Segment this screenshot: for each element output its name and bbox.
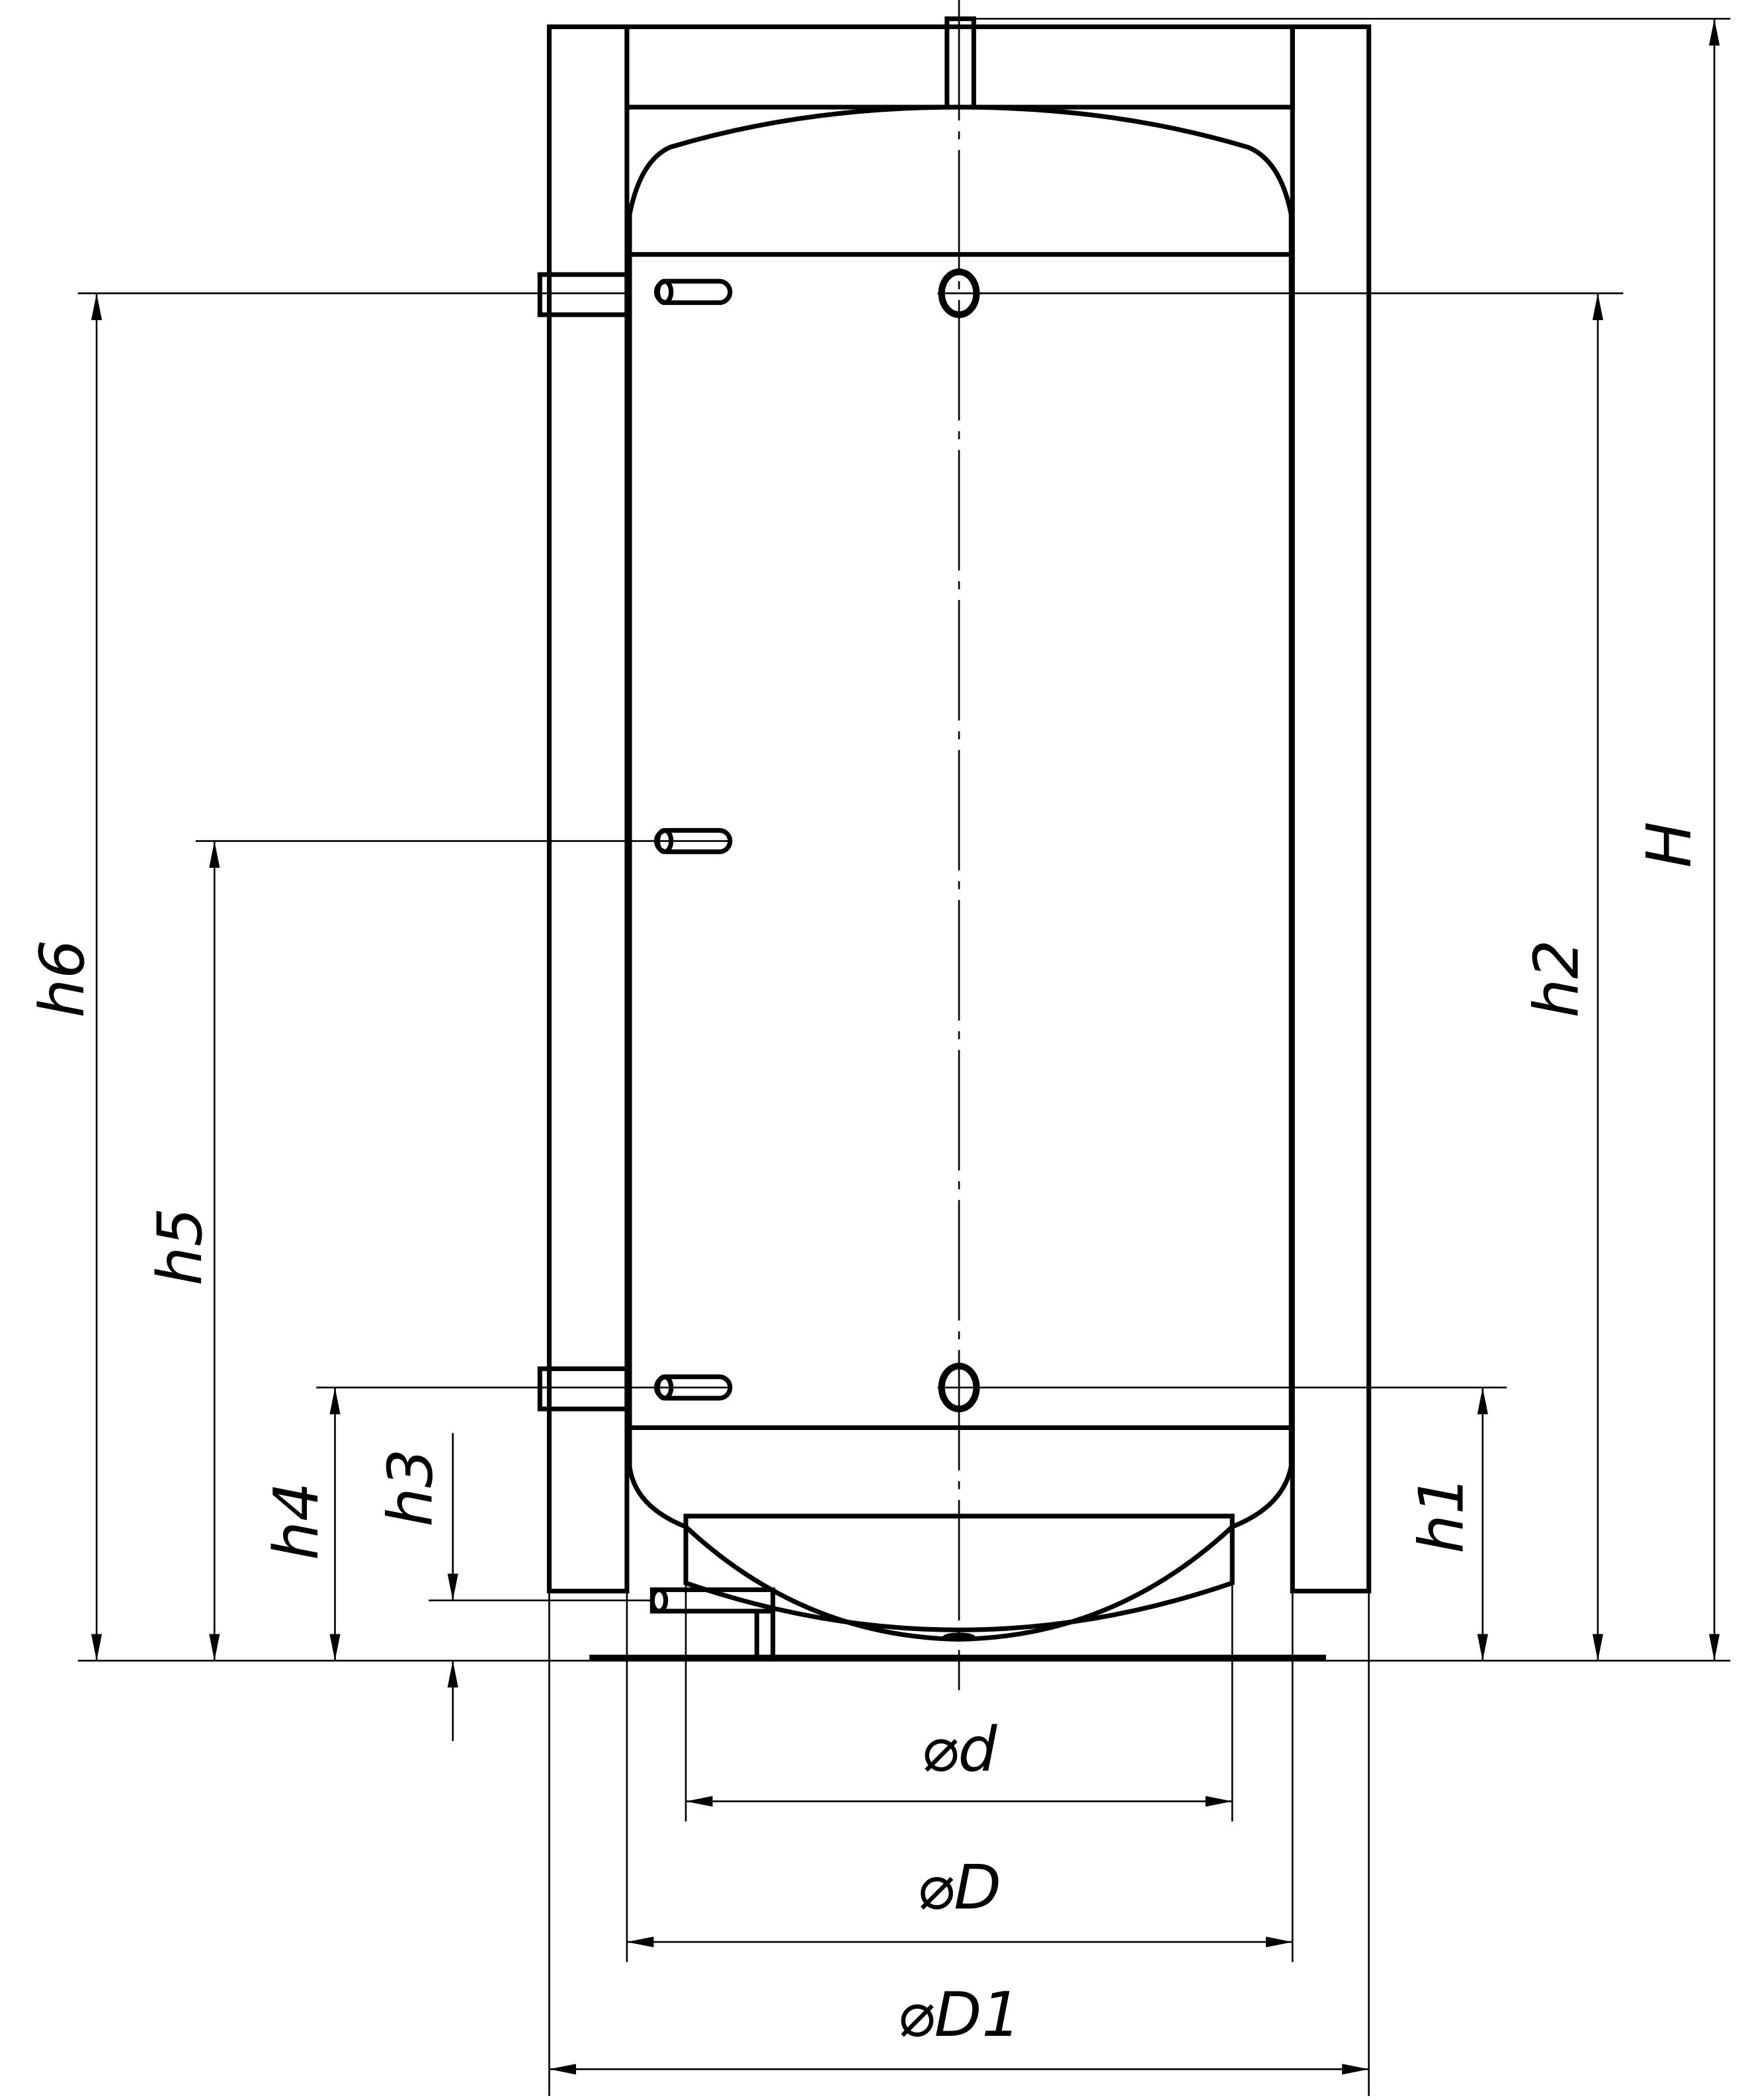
drain-pipe: [649, 1587, 776, 1656]
label-h5: h5: [144, 1208, 216, 1286]
label-h3: h3: [374, 1449, 446, 1527]
label-H: H: [1634, 821, 1705, 868]
label-h1: h1: [1405, 1476, 1477, 1554]
sensor-pocket-top: [653, 278, 733, 306]
label-D: ⌀D: [917, 1851, 1001, 1923]
insulation-bottom: [683, 1513, 1235, 1632]
insulation: [546, 24, 1372, 1632]
label-h4: h4: [261, 1482, 332, 1560]
insulation-left: [546, 24, 630, 1594]
connections: [537, 268, 1326, 1661]
sleeve-top: [537, 272, 630, 317]
label-h2: h2: [1521, 940, 1593, 1018]
label-D1: ⌀D1: [897, 1979, 1021, 2050]
label-d: ⌀d: [921, 1714, 997, 1785]
insulation-right: [1290, 24, 1372, 1594]
sleeve-bottom: [537, 1366, 630, 1411]
label-h6: h6: [26, 940, 98, 1018]
dimensions: [91, 19, 1720, 2075]
top-outlet-pipe: [944, 16, 976, 110]
construction-lines: [77, 0, 1731, 2096]
dimension-labels: h6 h5 h4 h3 h1 h2 H ⌀d ⌀D ⌀D1: [26, 821, 1705, 2050]
